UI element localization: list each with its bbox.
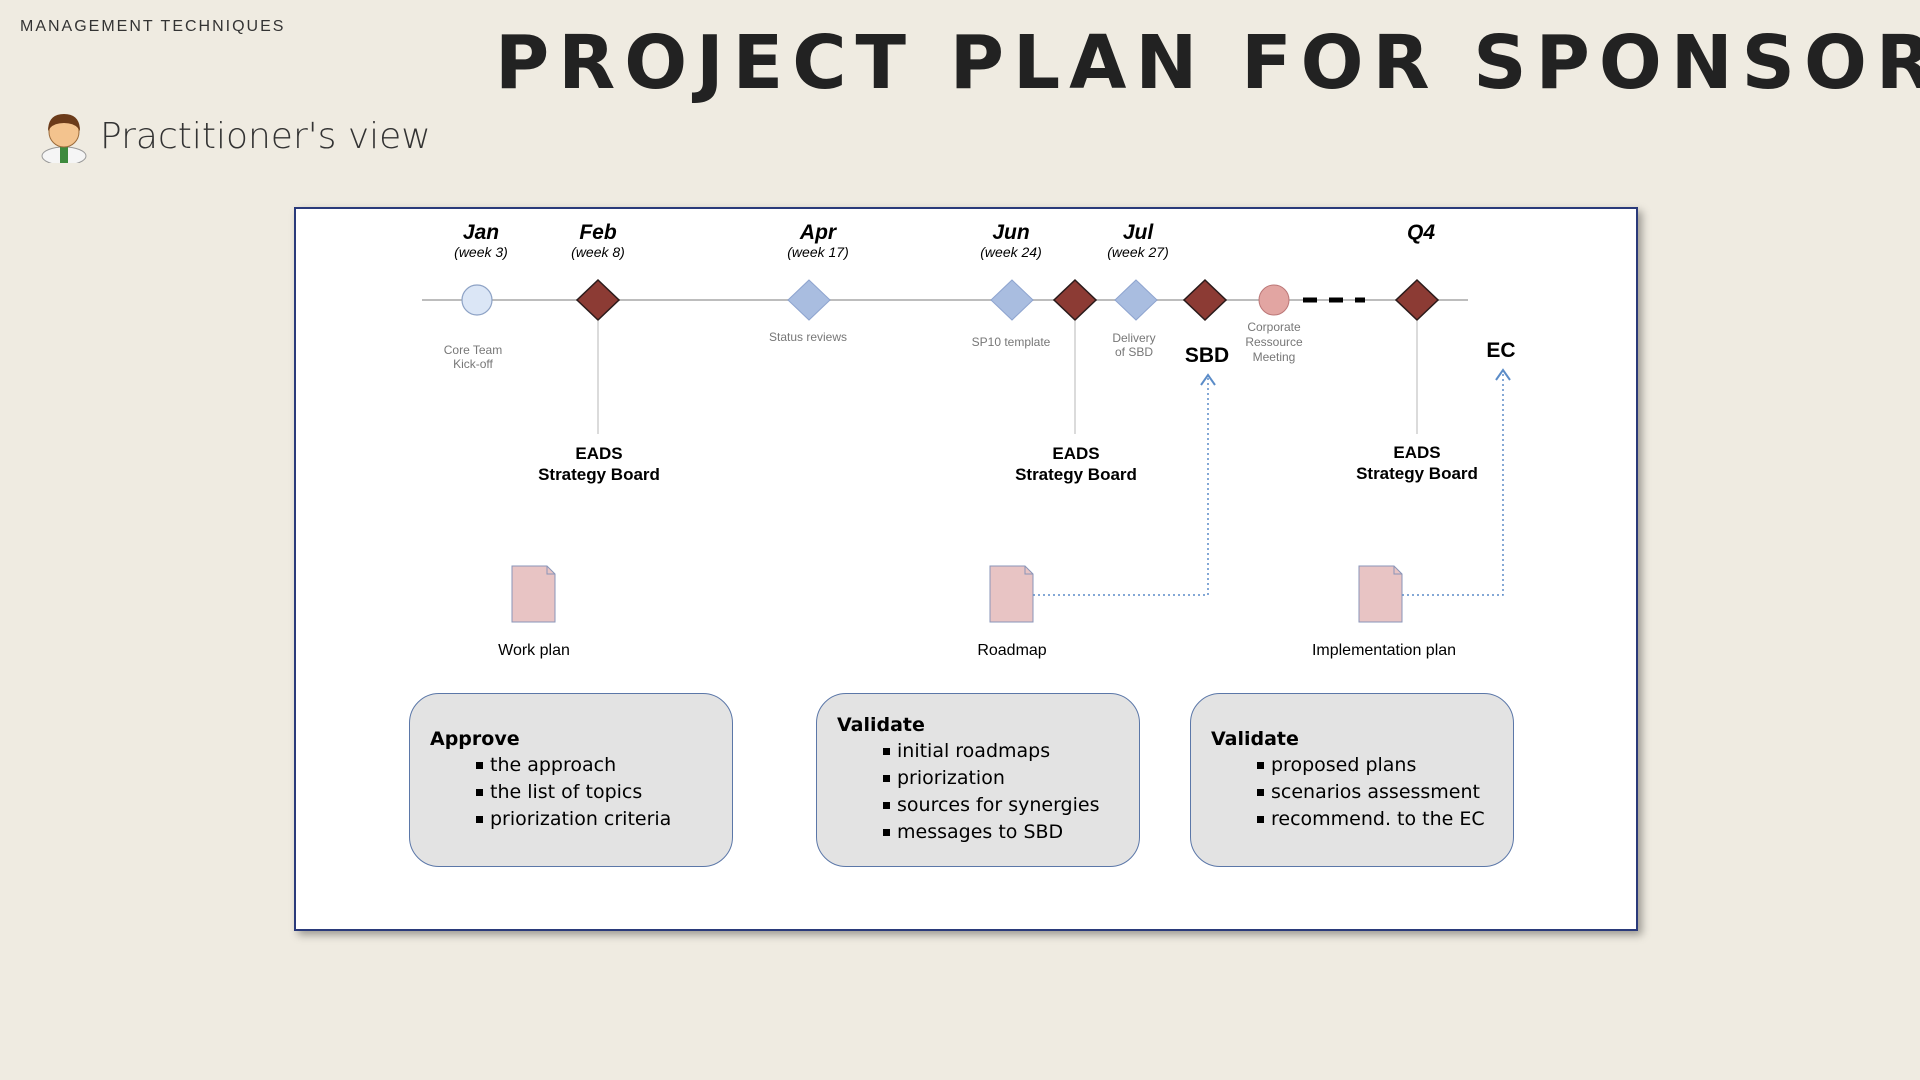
board-milestone-diamond [1052,278,1098,322]
document-label: Work plan [498,642,570,659]
document-fold [1393,566,1402,575]
plan-to-ec-arrow [1402,370,1504,596]
month-label: Apr [799,221,838,244]
kickoff-milestone [461,284,493,316]
validate-roadmap-box: Validate initial roadmaps priorization s… [816,693,1140,867]
box-list-item: the approach [476,752,732,779]
page-title: PROJECT PLAN FOR SPONSOR [495,20,1920,106]
arrow-head [1495,368,1511,381]
document-fold [546,566,555,575]
week-label: (week 27) [1107,244,1168,260]
box-list: the approach the list of topics prioriza… [430,752,732,833]
box-list-item: sources for synergies [883,792,1139,819]
box-title: Validate [837,714,925,736]
document-icon [511,565,556,623]
month-label: Q4 [1407,221,1435,244]
kickoff-label-line2: Kick-off [453,357,493,371]
timeline-diagram: Jan (week 3) Feb (week 8) Apr (week 17) … [422,221,1516,659]
document-label: Roadmap [977,642,1046,659]
box-list-item: proposed plans [1257,752,1513,779]
week-label: (week 17) [787,244,848,260]
box-list-item: initial roadmaps [883,738,1139,765]
board-milestone-diamond [575,278,621,322]
week-label: (week 24) [980,244,1041,260]
ec-label: EC [1486,339,1515,362]
sp10-milestone-diamond [990,279,1034,321]
week-label: (week 3) [454,244,508,260]
box-list: proposed plans scenarios assessment reco… [1211,752,1513,833]
board-label-line1: EADS [575,444,622,463]
document-icon [989,565,1034,623]
corporate-meeting-milestone [1258,284,1290,316]
sbd-milestone-diamond [1182,278,1228,322]
subheading-text: Practitioner's view [100,115,431,157]
box-list-item: scenarios assessment [1257,779,1513,806]
board-label-line2: Strategy Board [1015,465,1137,484]
document-fold [1024,566,1033,575]
sbd-label: SBD [1185,344,1229,367]
month-label: Jun [992,221,1029,244]
kickoff-label-line1: Core Team [444,343,502,357]
document-icon [1358,565,1403,623]
month-label: Feb [579,221,617,244]
delivery-milestone-diamond [1114,279,1158,321]
box-list-item: the list of topics [476,779,732,806]
status-milestone-diamond [787,279,831,321]
document-label: Implementation plan [1312,642,1456,659]
box-list-item: priorization criteria [476,806,732,833]
month-label: Jan [463,221,499,244]
month-label: Jul [1123,221,1155,244]
box-title: Validate [1211,728,1299,750]
corporate-label-line2: Ressource [1245,335,1303,349]
board-label-line1: EADS [1393,443,1440,462]
delivery-label-line2: of SBD [1115,345,1153,359]
box-list-item: priorization [883,765,1139,792]
delivery-label-line1: Delivery [1112,331,1155,345]
arrow-head [1200,373,1216,386]
board-milestone-diamond [1394,278,1440,322]
box-list: initial roadmaps priorization sources fo… [837,738,1139,846]
box-list-item: messages to SBD [883,819,1139,846]
status-label: Status reviews [769,330,847,344]
roadmap-to-sbd-arrow [1033,375,1209,596]
box-title: Approve [430,728,520,750]
board-label-line2: Strategy Board [538,465,660,484]
board-label-line1: EADS [1052,444,1099,463]
practitioner-avatar-icon [41,114,87,163]
box-list-item: recommend. to the EC [1257,806,1513,833]
week-label: (week 8) [571,244,625,260]
sp10-label: SP10 template [972,335,1051,349]
corporate-label-line3: Meeting [1253,350,1296,364]
board-label-line2: Strategy Board [1356,464,1478,483]
project-plan-diagram: Jan (week 3) Feb (week 8) Apr (week 17) … [294,207,1638,931]
kicker-label: MANAGEMENT TECHNIQUES [20,18,286,35]
validate-plans-box: Validate proposed plans scenarios assess… [1190,693,1514,867]
corporate-label-line1: Corporate [1247,320,1301,334]
subheading: Practitioner's view [38,108,431,164]
approve-box: Approve the approach the list of topics … [409,693,733,867]
